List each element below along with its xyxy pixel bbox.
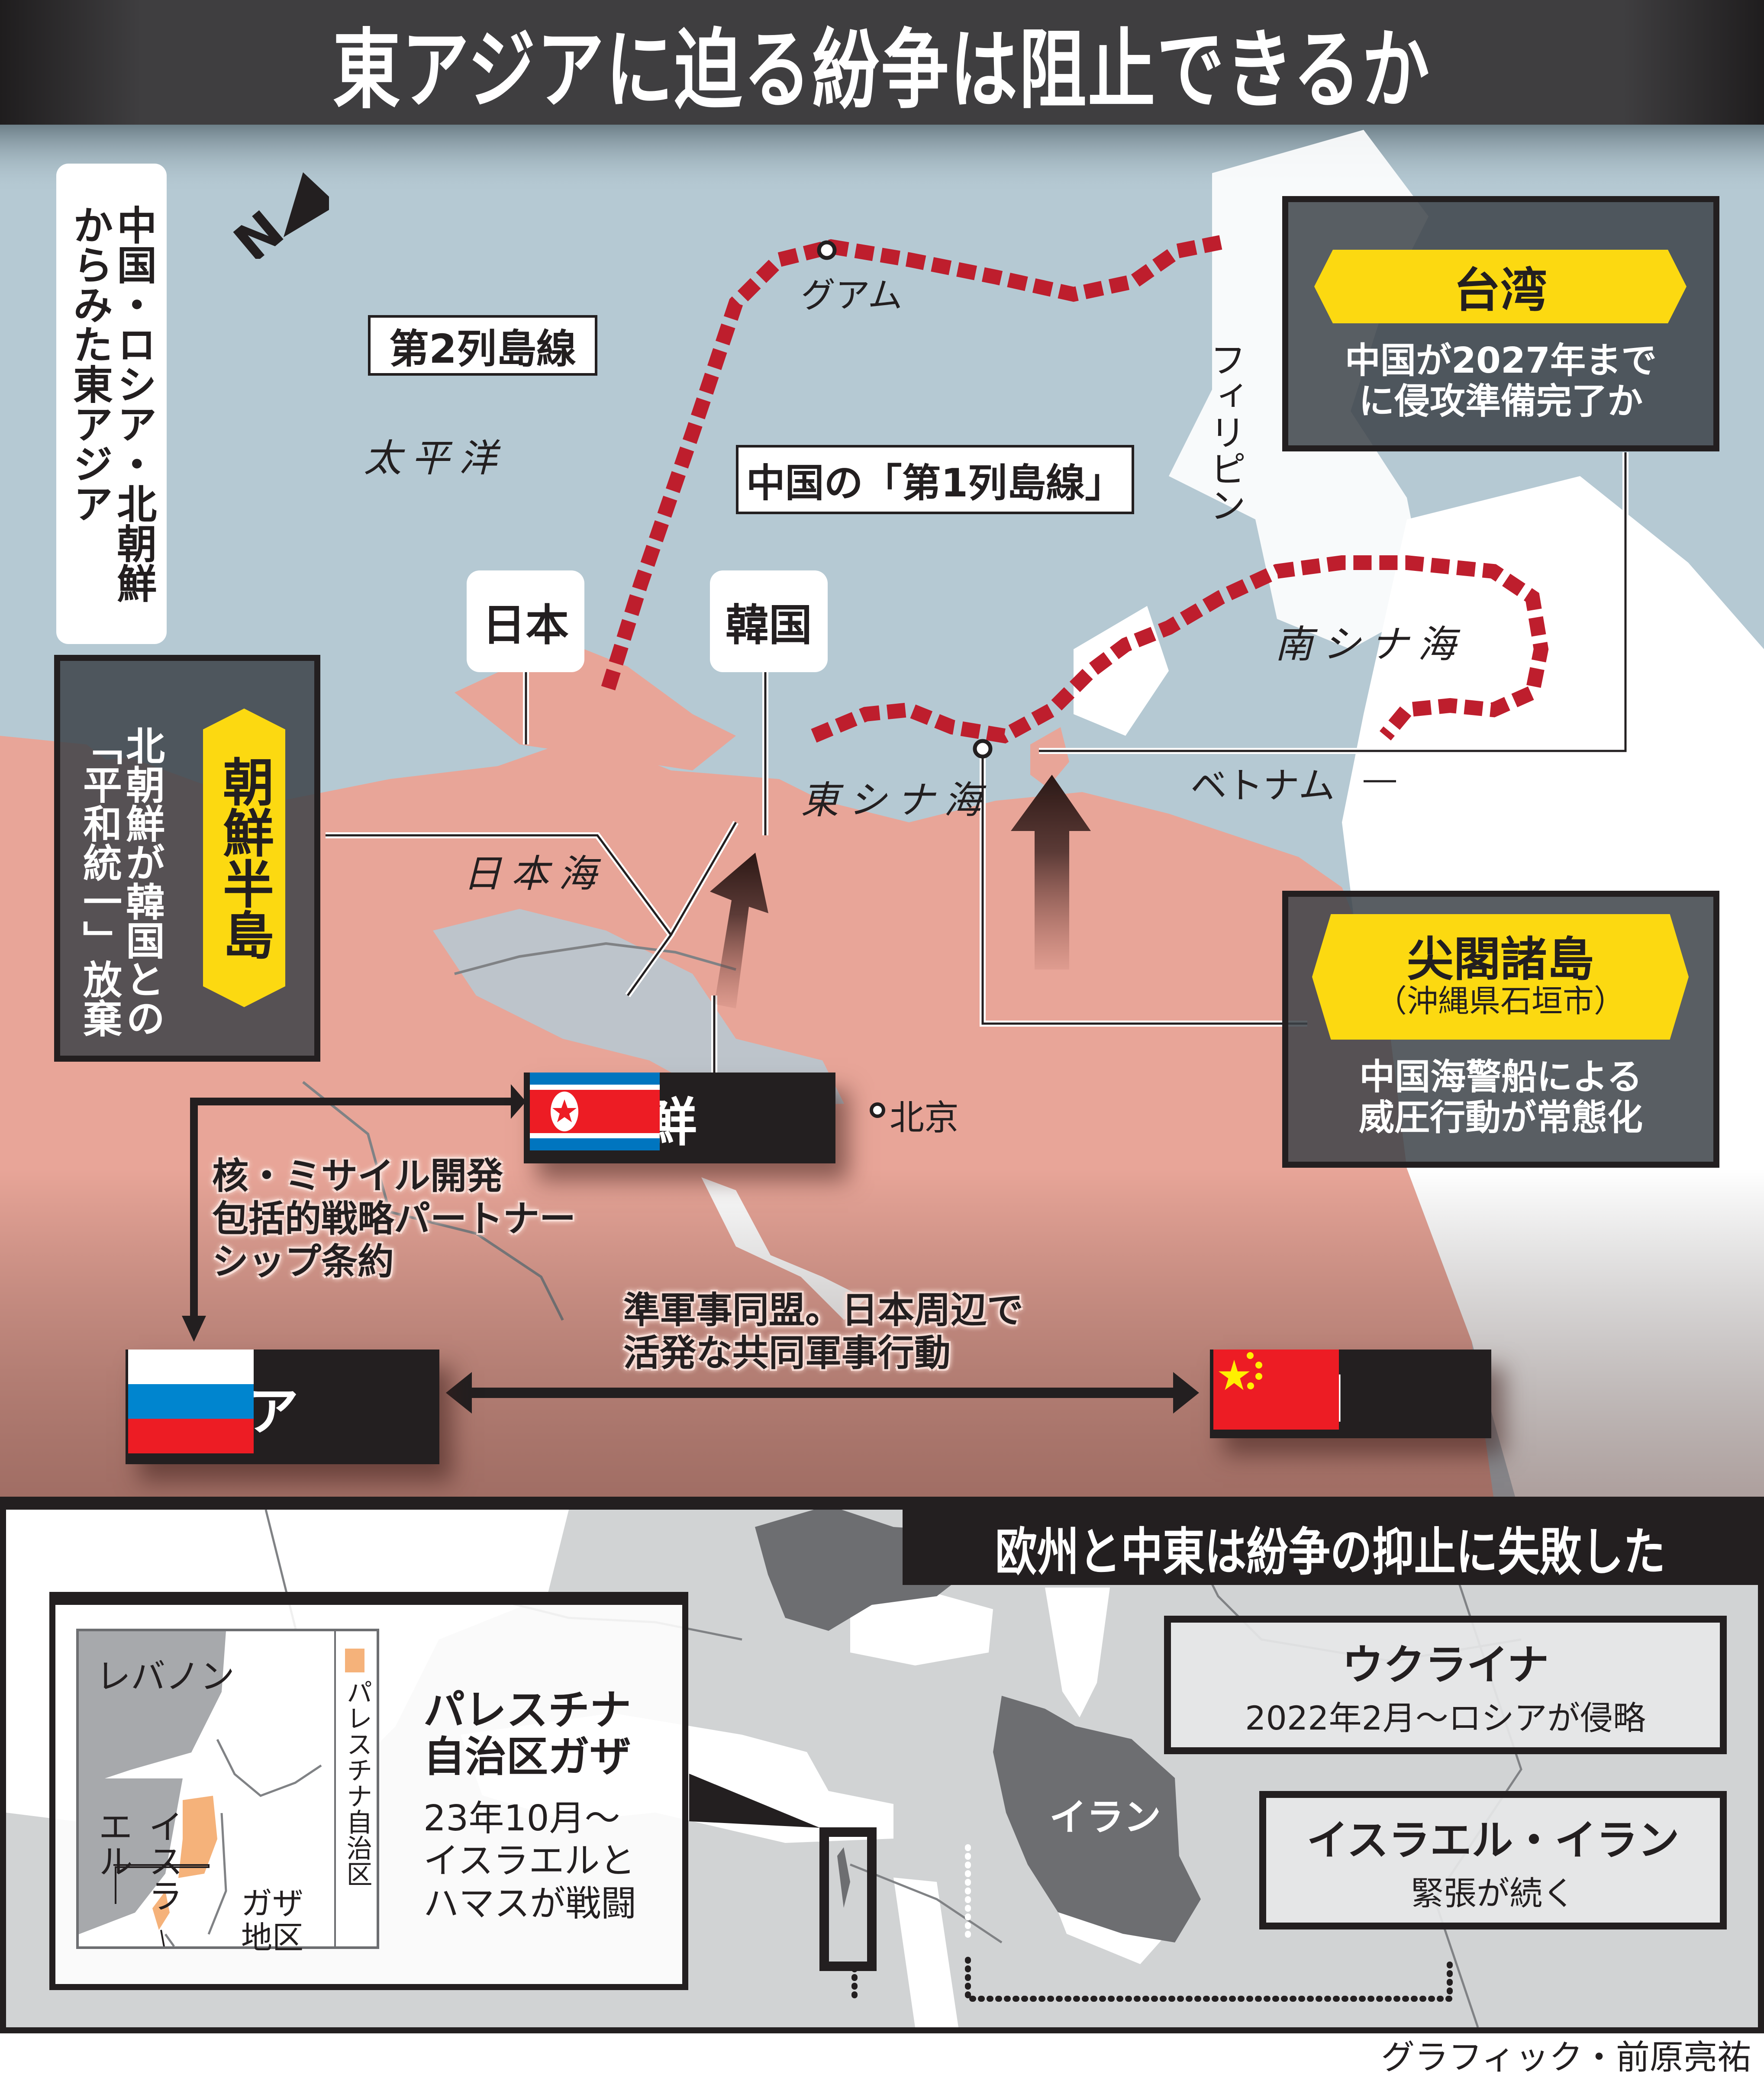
- first-island-chain-label: 中国の「第1列島線」: [736, 445, 1134, 514]
- panel-senkaku-line1: 中国海警船による: [1359, 1056, 1642, 1098]
- panel-korea-line1: 北朝鮮が韓国との: [119, 726, 164, 1037]
- badge-taiwan-text: 台湾: [1453, 264, 1547, 318]
- north-korea-flag: [530, 1073, 660, 1150]
- header-banner: 東アジアに迫る紛争は阻止できるか: [0, 0, 1764, 125]
- relation-rnk-line2: 包括的戦略パートナー: [212, 1198, 576, 1240]
- ukraine-desc: 2022年2月～ロシアが侵略: [1245, 1698, 1646, 1737]
- north-arrow-icon: N: [225, 172, 329, 259]
- badge-senkaku-sub: （沖縄県石垣市）: [1375, 983, 1625, 1020]
- first-island-chain-text: 中国の「第1列島線」: [746, 461, 1124, 506]
- panel-senkaku-line2: 威圧行動が常態化: [1358, 1097, 1643, 1139]
- gaza-title: パレスチナ 自治区ガザ: [423, 1687, 631, 1780]
- gaza-panel: レバノン イスラエル ガザ地区 パレスチナ自治区 パレスチナ 自治区ガザ 23年…: [49, 1592, 688, 1990]
- sea-label-sea-of-japan: 日本海: [463, 851, 606, 896]
- china-flag: [1213, 1350, 1339, 1430]
- tag-south-korea: 韓国: [710, 570, 828, 672]
- place-label-vietnam: ベトナム: [1190, 764, 1335, 807]
- gaza-title-line2: 自治区ガザ: [423, 1732, 631, 1781]
- badge-taiwan: 台湾: [1314, 250, 1687, 323]
- relation-rc-line1: 準軍事同盟。日本周辺で: [623, 1289, 1024, 1331]
- actor-north-korea: 北朝鮮: [524, 1073, 835, 1163]
- panel-senkaku: 尖閣諸島 （沖縄県石垣市） 中国海警船による 威圧行動が常態化: [1282, 891, 1719, 1168]
- relation-rc-line2: 活発な共同軍事行動: [623, 1332, 951, 1375]
- israel-iran-desc: 緊張が続く: [1411, 1874, 1575, 1913]
- panel-taiwan: 台湾 中国が2027年まで に侵攻準備完了か: [1282, 196, 1719, 451]
- badge-senkaku-text: 尖閣諸島: [1406, 932, 1594, 987]
- relation-russia-north-korea: 核・ミサイル開発 包括的戦略パートナー シップ条約: [212, 1155, 576, 1283]
- page-title: 東アジアに迫る紛争は阻止できるか: [333, 20, 1431, 121]
- ukraine-box: ウクライナ 2022年2月～ロシアが侵略: [1164, 1616, 1727, 1754]
- place-label-guam: グアム: [801, 275, 903, 316]
- map-label-iran: イラン: [1049, 1796, 1161, 1839]
- panel-korean-peninsula: 北朝鮮が韓国との 「平和統一」放棄 朝鮮半島: [54, 655, 320, 1062]
- place-label-beijing: 北京: [890, 1098, 959, 1138]
- gaza-description: 23年10月～ イスラエルと ハマスが戦闘: [423, 1797, 636, 1925]
- relation-russia-china: 準軍事同盟。日本周辺で 活発な共同軍事行動: [623, 1289, 1023, 1375]
- tag-japan: 日本: [467, 570, 584, 672]
- tag-japan-text: 日本: [482, 600, 569, 651]
- map-title-box: 中国・ロシア・北朝鮮 からみた東アジア: [56, 164, 167, 644]
- gaza-inset-map: レバノン イスラエル ガザ地区 パレスチナ自治区: [76, 1629, 379, 1978]
- sea-label-pacific: 太平洋: [364, 436, 507, 480]
- badge-korean-peninsula-text: 朝鮮半島: [214, 756, 274, 960]
- israel-iran-title: イスラエル・イラン: [1306, 1816, 1680, 1865]
- bottom-section-header: 欧州と中東は紛争の抑止に失敗した: [903, 1510, 1758, 1585]
- map-title-line2: からみた東アジア: [66, 205, 113, 523]
- europe-middle-east-map: レバノン イスラエル ガザ地区 パレスチナ自治区 パレスチナ 自治区ガザ 23年…: [6, 1510, 1758, 2027]
- sea-label-south-china-sea: 南シナ海: [1275, 622, 1466, 667]
- map-title-line1: 中国・ロシア・北朝鮮: [110, 205, 157, 603]
- legend-swatch-palestine: [345, 1649, 364, 1672]
- relation-rnk-line1: 核・ミサイル開発: [212, 1155, 503, 1197]
- actor-russia: ロシア: [126, 1350, 439, 1464]
- place-label-philippines: フィリピン: [1204, 341, 1246, 523]
- inset-label-israel: イスラエル: [93, 1809, 183, 1913]
- israel-iran-box: イスラエル・イラン 緊張が続く: [1259, 1791, 1727, 1929]
- compass-n-label: N: [225, 200, 295, 259]
- first-island-chain: [811, 555, 1549, 744]
- inset-label-lebanon: レバノン: [96, 1656, 235, 1697]
- gaza-desc-line2: イスラエルと: [423, 1840, 635, 1882]
- ukraine-title: ウクライナ: [1342, 1640, 1549, 1689]
- tag-south-korea-text: 韓国: [726, 600, 812, 651]
- inset-divider: [334, 1631, 336, 1946]
- sea-label-east-china-sea: 東シナ海: [801, 778, 992, 822]
- panel-taiwan-line1: 中国が2027年まで: [1345, 340, 1657, 381]
- graphic-credit: グラフィック・前原亮祐: [1381, 2038, 1751, 2077]
- panel-taiwan-line2: に侵攻準備完了か: [1358, 381, 1643, 422]
- relation-rnk-line3: シップ条約: [212, 1240, 394, 1283]
- badge-korean-peninsula: 朝鮮半島: [203, 709, 285, 1007]
- legend-label-palestine: パレスチナ自治区: [342, 1679, 372, 1887]
- gaza-title-line1: パレスチナ: [423, 1686, 631, 1734]
- russia-flag: [128, 1350, 254, 1453]
- panel-korea-line2: 「平和統一」放棄: [76, 726, 122, 1037]
- actor-china: 中国: [1210, 1350, 1491, 1438]
- second-island-chain: [601, 235, 1222, 691]
- second-island-chain-label: 第2列島線: [368, 315, 597, 376]
- badge-senkaku: 尖閣諸島 （沖縄県石垣市）: [1312, 914, 1689, 1040]
- inset-label-gaza-strip: ガザ地区: [241, 1885, 304, 1956]
- second-island-chain-text: 第2列島線: [389, 325, 576, 372]
- east-asia-map: 中国・ロシア・北朝鮮 からみた東アジア N 太平洋 日本海 東シナ海 南シナ海 …: [0, 125, 1764, 1497]
- bottom-section-title: 欧州と中東は紛争の抑止に失敗した: [995, 1522, 1666, 1582]
- gaza-desc-line1: 23年10月～: [423, 1798, 620, 1839]
- gaza-desc-line3: ハマスが戦闘: [423, 1883, 637, 1924]
